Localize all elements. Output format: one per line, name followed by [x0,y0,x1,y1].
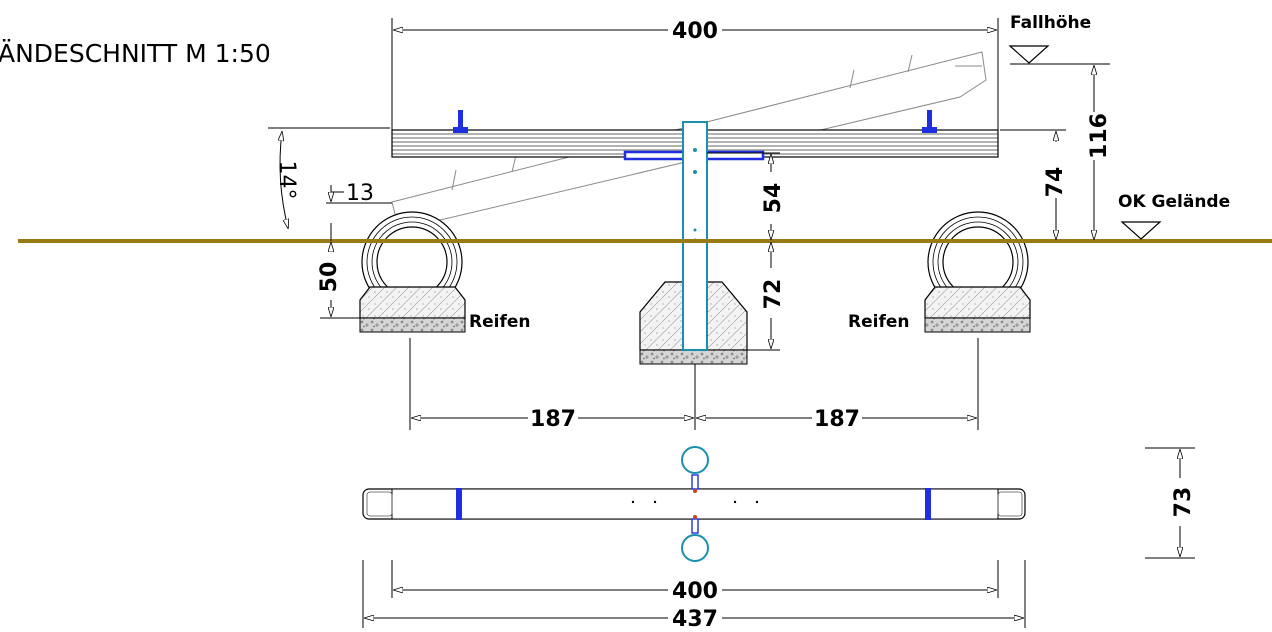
center-post [682,121,708,351]
dim-small-offset-label: 13 [346,181,374,206]
dim-tire-depth-label: 50 [317,262,342,293]
dim-beam-height-label: 74 [1043,167,1068,198]
dim-top-length-label: 400 [672,19,718,44]
reifen-left-label: Reifen [469,312,530,332]
dim-left-span-label: 187 [530,407,576,432]
tire-left [359,211,466,333]
fallhoehe-label: Fallhöhe [1010,13,1091,33]
handle-left [453,110,468,133]
dim-angle-label: 14° [274,161,299,200]
ok-gelaende-marker [1120,221,1162,240]
post-foundation-gravel [639,349,748,365]
drawing-title: ÄNDESCHNITT M 1:50 [0,39,271,68]
dim-plan-length-inner-label: 400 [672,579,718,604]
handle-right [922,110,937,133]
dim-plan-length-total-label: 437 [672,607,718,632]
dim-post-above-label: 54 [761,183,786,214]
dim-top-length [391,18,999,130]
dim-post-below-label: 72 [761,279,786,310]
plan-view [362,446,1026,562]
tire-right [924,211,1031,333]
dim-plan-width-label: 73 [1171,487,1196,518]
fallhoehe-marker [1008,45,1050,64]
reifen-right-label: Reifen [848,312,909,332]
ok-gelaende-label: OK Gelände [1118,192,1230,212]
dim-fall-height-label: 116 [1087,113,1112,159]
dim-right-span-label: 187 [814,407,860,432]
